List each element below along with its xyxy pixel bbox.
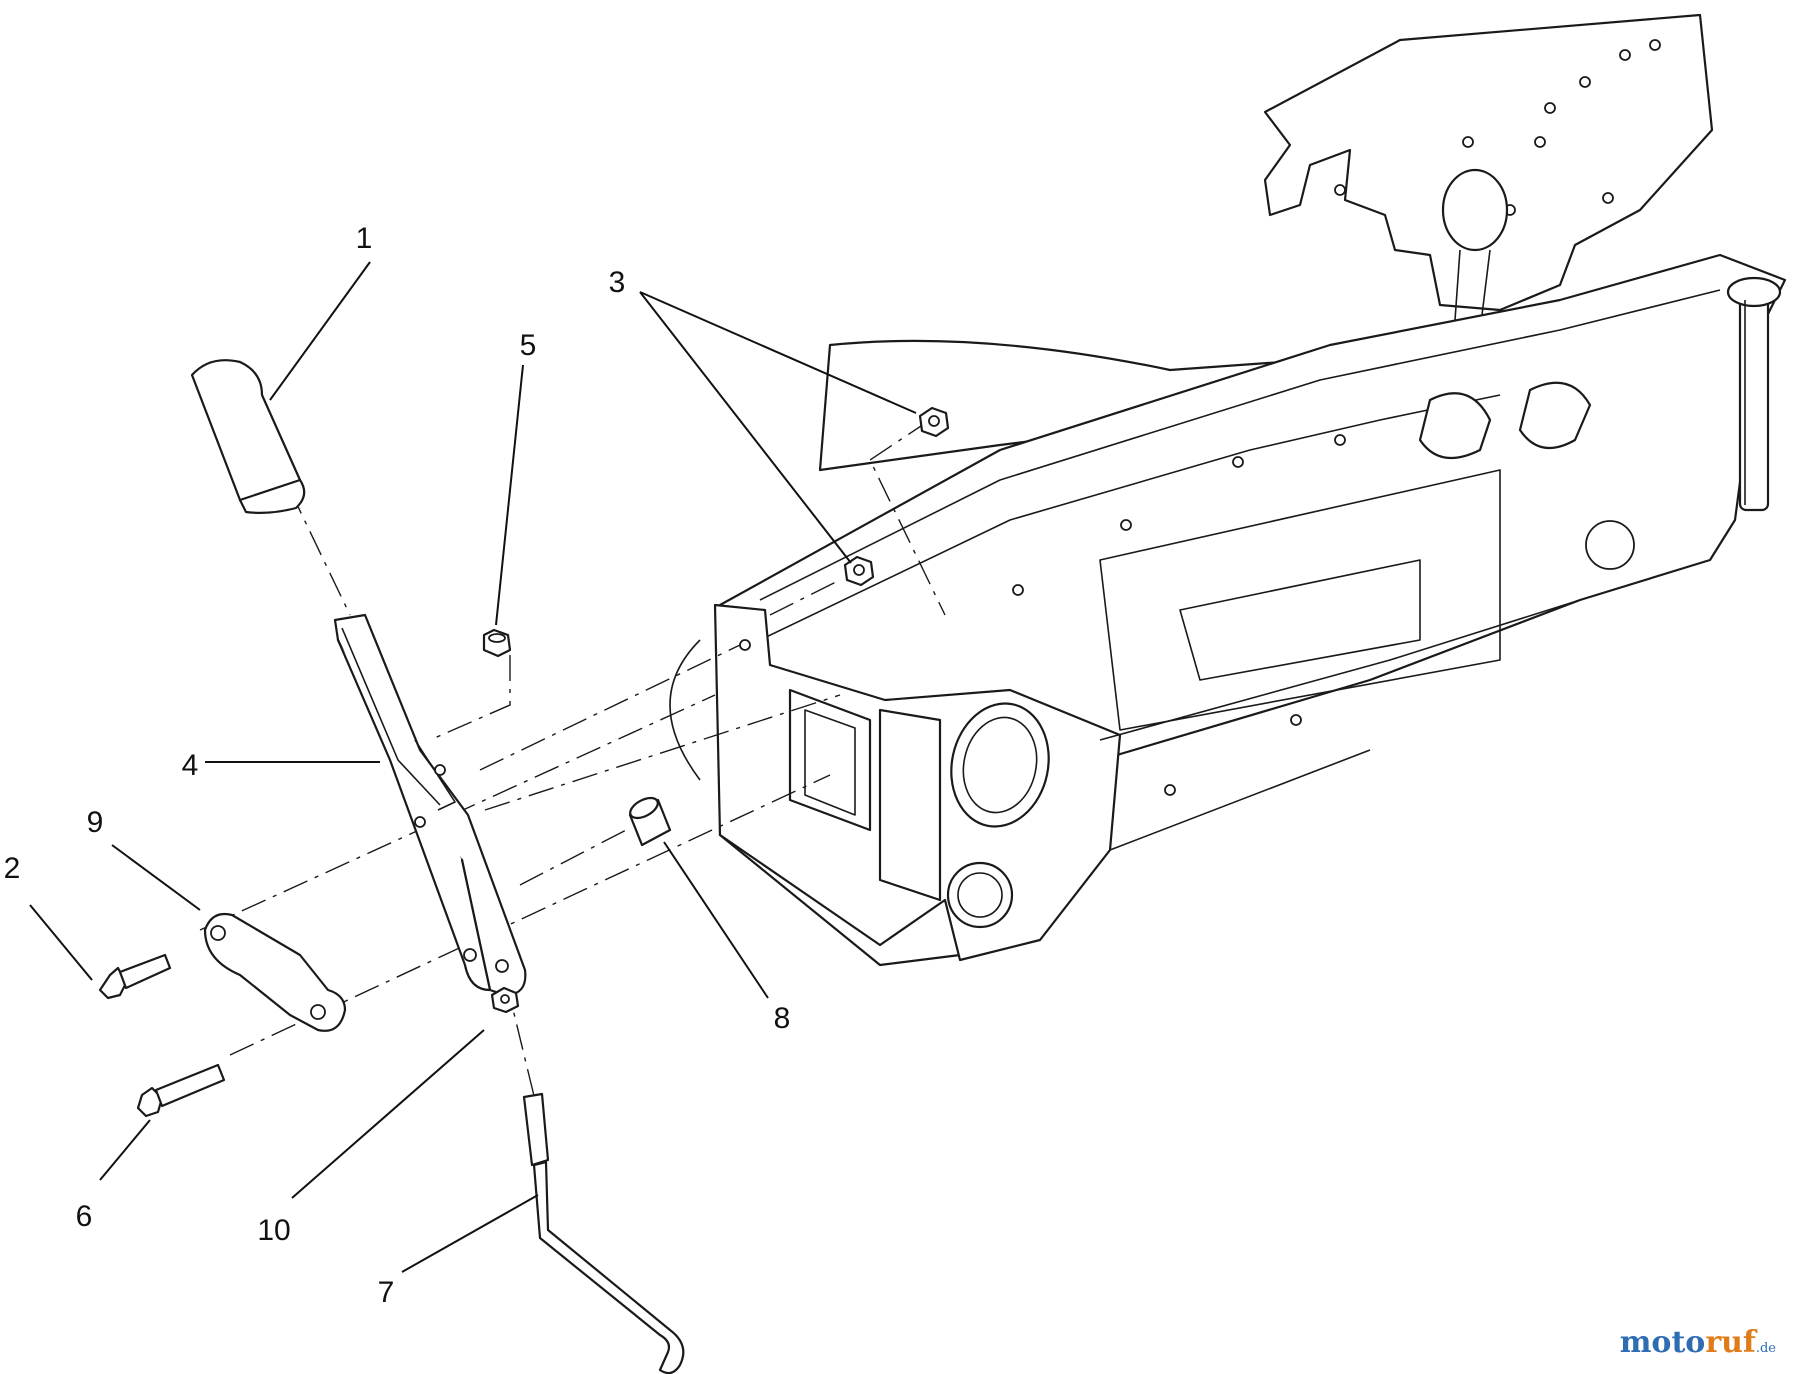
- leader-7: [401, 1194, 539, 1273]
- callout-1: 1: [356, 222, 373, 255]
- watermark-brand-b: ruf: [1705, 1325, 1756, 1360]
- callout-10: 10: [257, 1214, 290, 1247]
- leader-lines: [29, 261, 917, 1273]
- leader-8: [663, 841, 769, 999]
- watermark-suffix: .de: [1755, 1341, 1776, 1356]
- callout-5: 5: [520, 329, 537, 362]
- part-nuts-3: [843, 406, 950, 587]
- part-lever: [333, 613, 527, 997]
- leader-10: [291, 1029, 485, 1199]
- leader-3a: [639, 291, 917, 414]
- leader-3b: [639, 291, 852, 564]
- callout-7: 7: [378, 1276, 395, 1309]
- watermark-brand-a: moto: [1619, 1325, 1706, 1360]
- leader-2: [29, 904, 93, 981]
- callout-6: 6: [76, 1200, 93, 1233]
- part-bolt-short: [98, 953, 172, 1000]
- callout-4: 4: [182, 749, 199, 782]
- part-bolt-long: [136, 1063, 226, 1118]
- leader-6: [99, 1119, 151, 1181]
- watermark-logo: motoruf.de: [1620, 1325, 1776, 1360]
- callout-2: 2: [4, 852, 21, 885]
- part-link-plate: [203, 912, 347, 1032]
- part-spacer: [628, 796, 672, 847]
- part-grip: [190, 359, 306, 514]
- leader-9: [111, 844, 201, 911]
- callout-3: 3: [609, 266, 626, 299]
- leader-5: [495, 364, 524, 626]
- part-nut-10: [490, 986, 520, 1014]
- chassis-frame: [669, 13, 1787, 967]
- part-rod: [522, 1092, 685, 1374]
- callout-9: 9: [87, 806, 104, 839]
- leader-1: [269, 261, 371, 401]
- part-nut-5: [482, 628, 512, 658]
- callout-8: 8: [774, 1002, 791, 1035]
- callouts: 1 2 3 4 5 6 7 8 9 10: [4, 222, 791, 1309]
